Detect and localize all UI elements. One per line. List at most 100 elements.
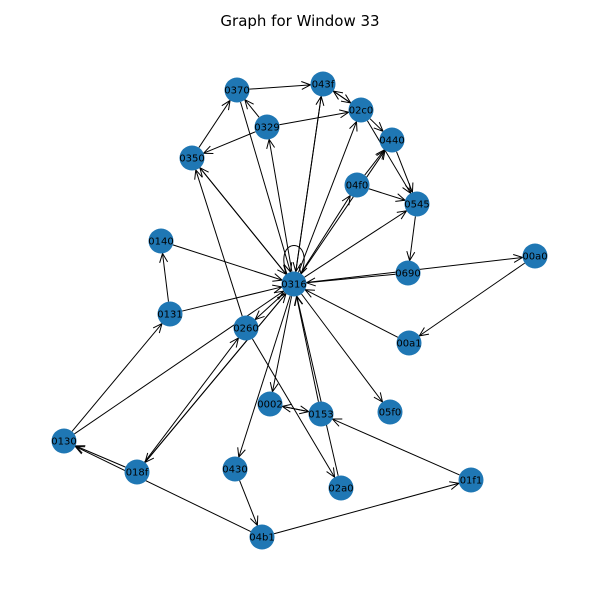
node-circle (249, 524, 275, 550)
node-0350: 0350 (179, 145, 205, 171)
node-0153: 0153 (308, 401, 334, 427)
edge-018f-0260 (144, 336, 240, 463)
node-circle (233, 315, 259, 341)
edge-00a0-00a1 (418, 262, 525, 337)
node-circle (348, 97, 374, 123)
edge-0329-0370 (244, 98, 260, 118)
node-label: 0370 (224, 86, 249, 97)
node-circle (344, 172, 370, 198)
edge-0316-04f0 (300, 194, 351, 274)
node-label: 0430 (222, 465, 247, 476)
node-circle (396, 330, 422, 356)
node-circle (257, 391, 283, 417)
node-label: 04b1 (249, 533, 274, 544)
node-label: 02a0 (328, 484, 353, 495)
nodes-layer: 0370 043f 02c0 0329 0440 0350 04f0 0545 0140 0316… (51, 71, 548, 550)
node-circle (281, 271, 307, 297)
node-label: 0153 (308, 410, 333, 421)
edge-0690-0316 (305, 273, 396, 287)
edge-0329-0350 (202, 131, 256, 154)
node-label: 0350 (179, 154, 204, 165)
node-circle (308, 401, 334, 427)
edge-04b1-01f1 (273, 481, 461, 535)
node-label: 0440 (379, 136, 404, 147)
node-label: 05f0 (379, 408, 402, 419)
node-02a0: 02a0 (328, 475, 354, 501)
edge-04f0-0440 (364, 148, 386, 176)
node-0131: 0131 (157, 301, 183, 327)
edge-0316-0545 (304, 210, 408, 278)
node-circle (157, 301, 183, 327)
edge-0260-0350 (194, 168, 243, 317)
node-label: 01f1 (460, 476, 483, 487)
node-0316: 0316 (281, 271, 307, 297)
node-label: 02c0 (349, 106, 374, 117)
edge-018f-0130 (74, 445, 126, 468)
node-0440: 0440 (379, 127, 405, 153)
node-label: 04f0 (346, 181, 369, 192)
node-circle (395, 260, 421, 286)
node-label: 0130 (51, 437, 76, 448)
node-01f1: 01f1 (458, 467, 484, 493)
edge-0140-0316 (172, 244, 284, 282)
node-circle (458, 467, 484, 493)
node-label: 018f (126, 468, 149, 479)
edge-0316-02c0 (298, 120, 358, 273)
node-04b1: 04b1 (249, 524, 275, 550)
edge-00a1-0316 (304, 289, 399, 338)
edge-0350-0370 (198, 99, 231, 148)
node-0002: 0002 (257, 391, 283, 417)
node-circle (179, 145, 205, 171)
edge-04f0-0545 (368, 188, 407, 202)
graph-title: Graph for Window 33 (220, 12, 380, 30)
edge-0545-0690 (406, 216, 416, 262)
node-0130: 0130 (51, 428, 77, 454)
edge-0316-0002 (269, 296, 293, 393)
node-label: 043f (312, 80, 335, 91)
node-label: 0545 (404, 200, 429, 211)
node-label: 0329 (254, 123, 279, 134)
node-circle (254, 114, 280, 140)
node-label: 0002 (257, 400, 282, 411)
edge-02c0-0440 (369, 118, 384, 133)
node-02c0: 02c0 (348, 97, 374, 123)
edges-layer (71, 81, 525, 535)
edge-0316-0440 (300, 149, 386, 274)
node-label: 0690 (395, 269, 420, 280)
node-label: 0260 (233, 324, 258, 335)
edge-0260-02a0 (251, 338, 336, 479)
node-label: 00a1 (396, 339, 421, 350)
edge-02a0-0316 (294, 294, 339, 476)
edge-0440-0545 (396, 151, 414, 194)
node-0260: 0260 (233, 315, 259, 341)
node-circle (124, 459, 150, 485)
edge-0370-043f (249, 81, 312, 90)
edge-043f-0316 (292, 96, 322, 273)
edge-0131-0316 (182, 284, 284, 312)
node-circle (148, 228, 174, 254)
node-circle (404, 191, 430, 217)
edge-0316-0350 (199, 166, 287, 275)
node-circle (222, 456, 248, 482)
node-043f: 043f (310, 71, 336, 97)
node-circle (328, 475, 354, 501)
node-04f0: 04f0 (344, 172, 370, 198)
node-label: 0140 (148, 237, 173, 248)
node-05f0: 05f0 (377, 399, 403, 425)
node-00a1: 00a1 (396, 330, 422, 356)
node-0690: 0690 (395, 260, 421, 286)
node-circle (51, 428, 77, 454)
edge-0329-02c0 (279, 109, 350, 126)
node-00a0: 00a0 (522, 243, 548, 269)
node-circle (224, 77, 250, 103)
node-circle (379, 127, 405, 153)
edge-0130-0131 (71, 322, 163, 432)
edge-0316-05f0 (301, 293, 384, 403)
node-0545: 0545 (404, 191, 430, 217)
node-label: 0316 (281, 280, 306, 291)
edge-02c0-043f (332, 90, 351, 104)
node-0370: 0370 (224, 77, 250, 103)
edge-0430-04b1 (239, 480, 259, 527)
